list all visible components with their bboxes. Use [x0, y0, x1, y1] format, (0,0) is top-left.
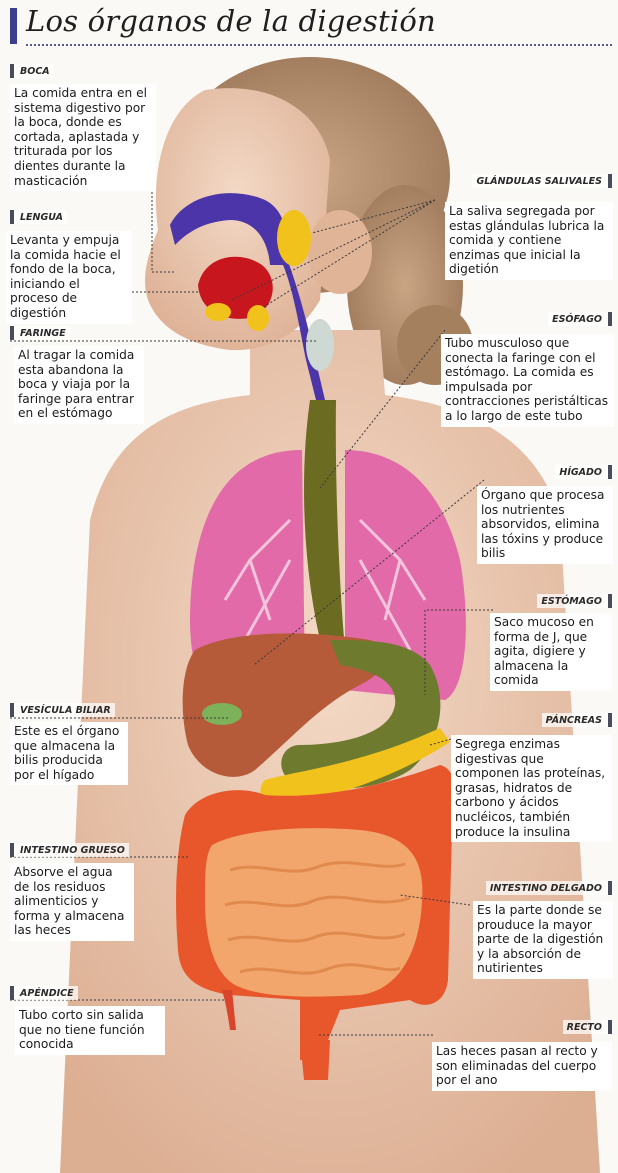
label-faringe: Faringe [10, 326, 70, 340]
text-pancreas: Segrega enzimas digestivas que componen … [451, 735, 612, 842]
label-vesicula: Vesícula biliar [10, 703, 115, 717]
text-boca: La comida entra en el sistema digestivo … [10, 84, 156, 191]
text-recto: Las heces pasan al recto y son eliminada… [432, 1042, 612, 1091]
text-vesicula: Este es el órgano que almacena la bilis … [10, 722, 128, 785]
title-accent-bar [10, 8, 17, 44]
text-faringe: Al tragar la comida esta abandona la boc… [14, 346, 144, 424]
label-esofago: Esófago [548, 312, 612, 326]
text-lengua: Levanta y empuja la comida hacie el fond… [6, 231, 132, 324]
text-apendice: Tubo corto sin salida que no tiene funci… [15, 1006, 165, 1055]
page-title: Los órganos de la digestión [26, 4, 436, 38]
title-divider [26, 44, 612, 46]
label-recto: Recto [563, 1020, 612, 1034]
label-glandulas-salivales: Glándulas salivales [472, 174, 612, 188]
text-higado: Órgano que procesa los nutrientes absorv… [477, 486, 613, 564]
text-estomago: Saco mucoso en forma de J, que agita, di… [490, 613, 612, 691]
label-estomago: Estómago [537, 594, 612, 608]
label-higado: Hígado [555, 465, 612, 479]
larynx [306, 319, 334, 371]
text-intestino-grueso: Absorve el agua de los residuos alimenti… [10, 863, 134, 941]
label-pancreas: Páncreas [542, 713, 612, 727]
text-esofago: Tubo musculoso que conecta la faringe co… [441, 334, 614, 427]
rectum [300, 1040, 330, 1080]
label-lengua: Lengua [10, 210, 67, 224]
text-intestino-delgado: Es la parte donde se prouduce la mayor p… [473, 901, 613, 979]
label-apendice: Apéndice [10, 986, 78, 1000]
label-intestino-delgado: Intestino delgado [486, 881, 612, 895]
label-boca: Boca [10, 64, 54, 78]
gallbladder [202, 703, 242, 725]
label-intestino-grueso: Intestino grueso [10, 843, 129, 857]
text-glandulas-salivales: La saliva segregada por estas glándulas … [445, 202, 613, 280]
